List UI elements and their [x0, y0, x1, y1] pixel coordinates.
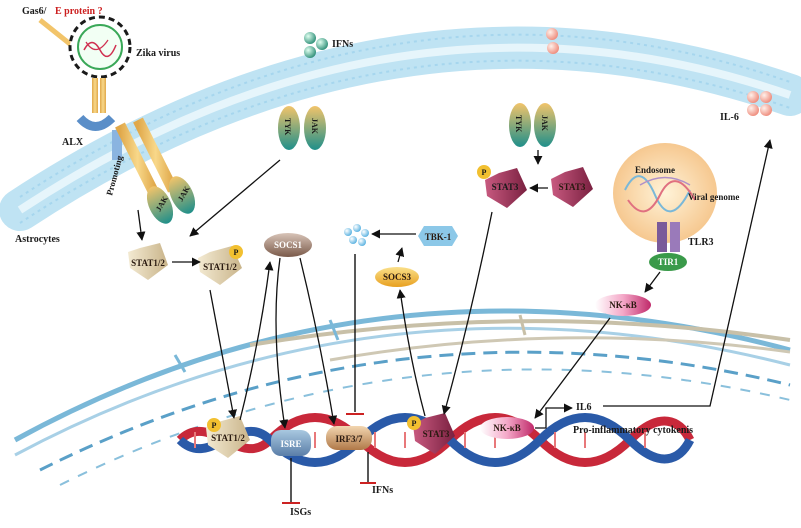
endosome [613, 143, 717, 252]
stat12-nuclear-text: STAT1/2 [211, 433, 245, 443]
irf37-text: IRF3/7 [336, 434, 364, 444]
irf37-node: IRF3/7 [326, 426, 372, 450]
tbk1-node: TBK-1 [418, 226, 458, 246]
endosome-label: Endosome [635, 165, 675, 175]
stat3-nuclear-text: STAT3 [423, 429, 450, 439]
stat3-nuclear-node: STAT3 P [407, 413, 455, 454]
left-receptor [115, 117, 196, 224]
stat3-p-phospho: P [482, 168, 487, 177]
il6-gene-label: IL6 [576, 402, 592, 413]
zika-virus [38, 15, 132, 79]
il6-top-label: IL-6 [720, 112, 739, 123]
stat12-text: STAT1/2 [131, 258, 165, 268]
socs1-text: SOCS1 [274, 240, 303, 250]
isgs-label: ISGs [290, 507, 311, 518]
stat3-node: STAT3 [551, 167, 593, 207]
pro-inflammatory-label: Pro-inflammatory cytokenis [573, 425, 693, 436]
astrocytes-label: Astrocytes [15, 234, 60, 245]
nfkb-nuclear-text: NK-κB [493, 423, 521, 433]
stat3-p-text: STAT3 [492, 182, 519, 192]
ifn-receptor [278, 32, 328, 150]
tbk1-text: TBK-1 [425, 232, 452, 242]
stat12-nuclear-node: STAT1/2 P [206, 416, 250, 458]
isre-text: ISRE [280, 439, 301, 449]
stat12-nuclear-phospho: P [212, 421, 217, 430]
ifns-top-label: IFNs [332, 39, 353, 50]
stat12-p-text: STAT1/2 [203, 262, 237, 272]
tlr3-label: TLR3 [688, 237, 714, 248]
nfkb-node: NK-κB [595, 294, 651, 316]
alx-receptor [76, 78, 122, 160]
zika-virus-label: Zika virus [136, 48, 180, 59]
gas6-label: Gas6/ [22, 6, 47, 17]
il6-molecules [747, 91, 772, 116]
tyk-label-2: TYK [514, 115, 523, 133]
socs3-text: SOCS3 [383, 272, 412, 282]
nfkb-nuclear-node: NK-κB [480, 417, 534, 439]
isre-node: ISRE [271, 430, 311, 456]
nuclear-membrane [13, 308, 791, 486]
e-protein-label: E protein ? [55, 6, 103, 17]
tbk1-product-molecules [344, 224, 369, 246]
tyk-label-1: TYK [283, 118, 292, 136]
ifns-bottom-label: IFNs [372, 485, 393, 496]
activation-arrows [136, 139, 773, 429]
alx-label: ALX [62, 137, 84, 148]
stat12-p-node: STAT1/2 P [198, 245, 243, 285]
stat3-nuclear-phospho: P [412, 419, 417, 428]
jak-label-3: JAK [310, 118, 319, 135]
jak-label-4: JAK [540, 115, 549, 132]
stat12-node: STAT1/2 [128, 243, 168, 280]
stat3-text: STAT3 [559, 182, 586, 192]
nfkb-text: NK-κB [609, 300, 637, 310]
inhibition-lines [282, 254, 376, 504]
socs3-node: SOCS3 [375, 267, 419, 287]
right-receptor [509, 28, 559, 147]
stat3-p-node: STAT3 P [477, 165, 527, 208]
tir1-node: TIR1 [649, 253, 687, 271]
tir1-text: TIR1 [658, 257, 679, 267]
socs1-node: SOCS1 [264, 233, 312, 257]
viral-genome-label: Viral genome [688, 192, 739, 202]
stat12-p-phospho: P [234, 248, 239, 257]
